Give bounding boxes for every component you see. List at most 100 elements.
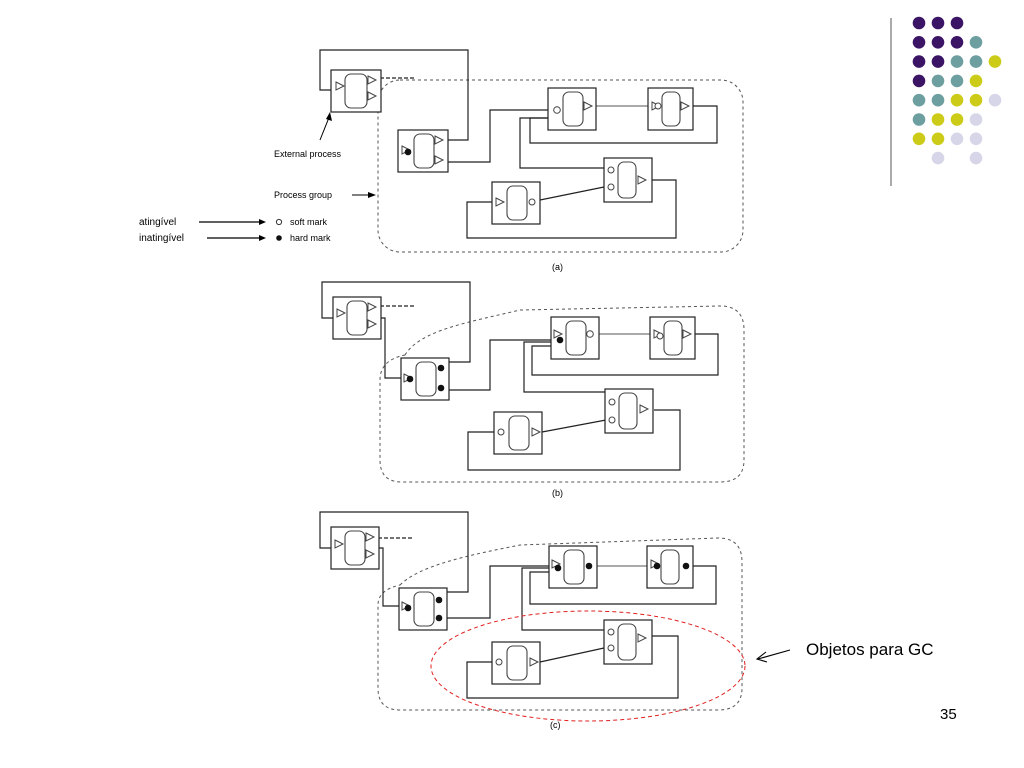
process-group-boundary	[377, 537, 743, 711]
diagram-panel-c: (c)	[319, 511, 746, 730]
hard-mark-dot	[435, 596, 443, 604]
decorative-dot	[931, 151, 945, 165]
process-box	[547, 87, 597, 131]
process-box	[491, 641, 541, 685]
decorative-dot	[912, 93, 926, 107]
decorative-dot	[969, 151, 983, 165]
hard-mark-dot	[404, 148, 412, 156]
hard-mark-dot	[406, 375, 414, 383]
decorative-dot	[969, 74, 983, 88]
wire	[466, 635, 679, 699]
arrowhead	[259, 219, 266, 225]
decorative-dot	[950, 74, 964, 88]
process-box	[604, 388, 654, 434]
process-box	[603, 619, 653, 665]
process-box-external	[330, 526, 380, 570]
diagram-panel-b: (b)	[321, 281, 745, 498]
arrowhead	[259, 235, 266, 241]
hard-mark-dot	[653, 562, 661, 570]
gc-objects-callout: Objetos para GC	[806, 640, 934, 659]
hard-mark-label: hard mark	[290, 233, 331, 243]
decorative-dot	[931, 113, 945, 126]
decorative-dot	[950, 36, 964, 49]
decorative-dot	[950, 132, 964, 146]
external-process-wire	[319, 49, 469, 141]
decorative-dot	[950, 93, 964, 107]
decorative-dot	[969, 132, 983, 146]
arrowhead	[755, 651, 768, 663]
gc-objects-highlight-ellipse	[430, 610, 746, 722]
decorative-dot	[912, 55, 926, 68]
process-box	[397, 129, 449, 173]
process-box	[647, 87, 694, 131]
process-box	[400, 357, 450, 401]
decorative-dot	[950, 113, 964, 126]
soft-mark-label: soft mark	[290, 217, 328, 227]
decorative-dot	[969, 55, 983, 68]
decorative-dot	[950, 55, 964, 68]
decorative-dot	[988, 93, 1002, 107]
wire	[445, 339, 552, 391]
decorative-dot	[969, 93, 983, 107]
process-box	[548, 545, 598, 589]
hard-mark-dot	[437, 364, 445, 372]
process-box	[646, 545, 694, 589]
decorative-dot	[969, 36, 983, 49]
process-group-boundary	[379, 305, 745, 483]
hard-mark-icon	[276, 235, 282, 241]
decorative-dot	[969, 113, 983, 126]
panel-caption-a: (a)	[552, 262, 563, 272]
hard-mark-dot	[437, 384, 445, 392]
soft-mark-icon	[275, 218, 283, 226]
decorative-dot-grid	[912, 16, 1002, 165]
hard-mark-dot	[404, 604, 412, 612]
arrowhead	[368, 192, 376, 198]
hard-mark-dot	[682, 562, 690, 570]
process-group-boundary	[377, 79, 744, 253]
wire	[445, 565, 549, 619]
panel-caption-b: (b)	[552, 488, 563, 498]
process-box	[603, 157, 653, 203]
external-process-label: External process	[274, 149, 342, 159]
hard-mark-dot	[435, 614, 443, 622]
wire	[539, 186, 605, 201]
decorative-dot	[912, 74, 926, 88]
hard-mark-dot	[554, 564, 562, 572]
process-box	[493, 411, 543, 455]
wire	[531, 333, 719, 376]
page-number: 35	[940, 706, 957, 723]
decorative-dot	[931, 93, 945, 107]
decorative-dot	[931, 74, 945, 88]
decorative-dot	[931, 132, 945, 146]
wire	[541, 419, 607, 433]
decorative-dot	[950, 16, 964, 30]
external-process-wire	[321, 281, 471, 363]
wire	[539, 647, 605, 663]
decorative-dot	[931, 16, 945, 30]
decorative-dot	[988, 55, 1002, 68]
process-box	[550, 316, 600, 360]
diagram-panel-a: External process Process group atingível…	[139, 49, 744, 272]
panel-caption-c: (c)	[550, 720, 561, 730]
external-process-wire	[319, 511, 469, 593]
decorative-dot	[931, 55, 945, 68]
decorative-dot	[912, 36, 926, 49]
hard-mark-dot	[556, 336, 564, 344]
process-group-label: Process group	[274, 190, 332, 200]
wire	[523, 341, 606, 393]
hard-mark-dot	[585, 562, 593, 570]
reachable-label: atingível	[139, 217, 176, 228]
callout-arrow	[757, 649, 791, 660]
arrowhead	[326, 112, 332, 121]
process-box	[649, 316, 696, 360]
process-box-external	[332, 296, 382, 340]
decorative-dot	[912, 16, 926, 30]
wire	[445, 109, 548, 163]
wire	[519, 117, 604, 169]
decorative-dot	[931, 36, 945, 49]
wire	[466, 179, 677, 239]
unreachable-label: inatingível	[139, 233, 184, 244]
process-box	[398, 587, 448, 631]
wire	[529, 565, 717, 605]
